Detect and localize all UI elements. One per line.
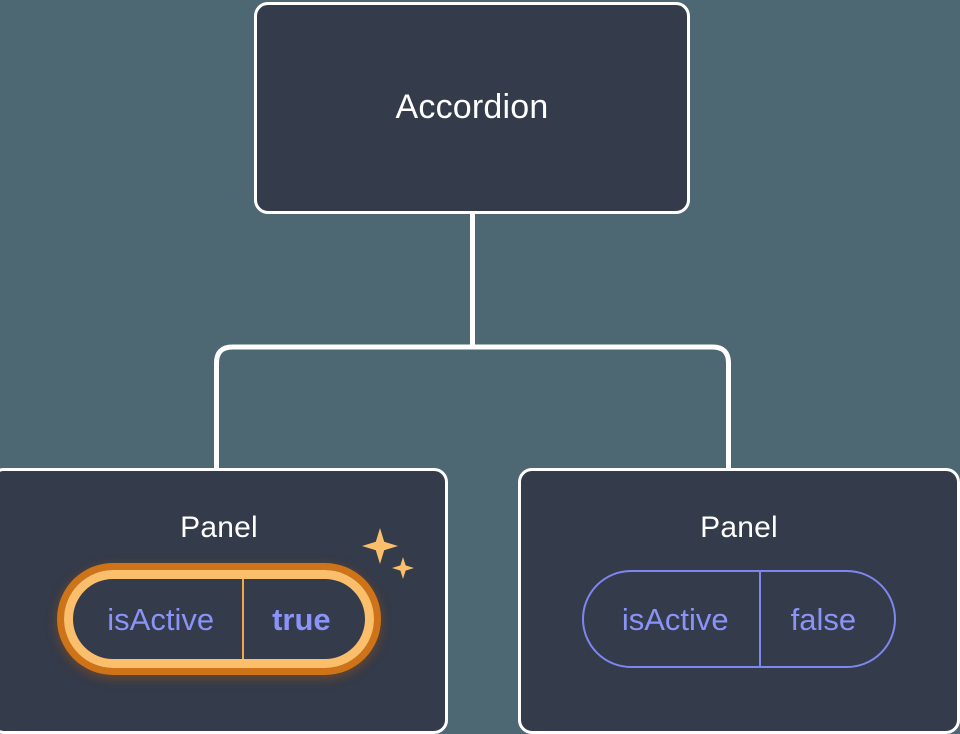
prop-key: isActive <box>621 601 729 637</box>
sparkles-icon <box>361 528 414 579</box>
node-accordion[interactable]: Accordion <box>254 2 690 214</box>
prop-pill-default[interactable]: isActive false <box>581 570 897 668</box>
prop-pill-highlighted[interactable]: isActive true <box>64 528 414 668</box>
node-panel-2[interactable]: Panel isActive false <box>518 468 960 734</box>
connector-branch-right <box>472 344 731 468</box>
prop-value: false <box>758 572 894 666</box>
node-title: Accordion <box>395 88 549 127</box>
prop-key: isActive <box>107 601 215 637</box>
node-title: Panel <box>700 511 778 544</box>
prop-pill[interactable]: isActive true <box>64 570 374 668</box>
prop-pill[interactable]: isActive false <box>581 570 897 668</box>
node-panel-1[interactable]: Panel isActive true <box>0 468 448 734</box>
prop-value: true <box>242 579 365 659</box>
connector-branch-left <box>214 344 473 468</box>
node-title: Panel <box>180 511 258 544</box>
